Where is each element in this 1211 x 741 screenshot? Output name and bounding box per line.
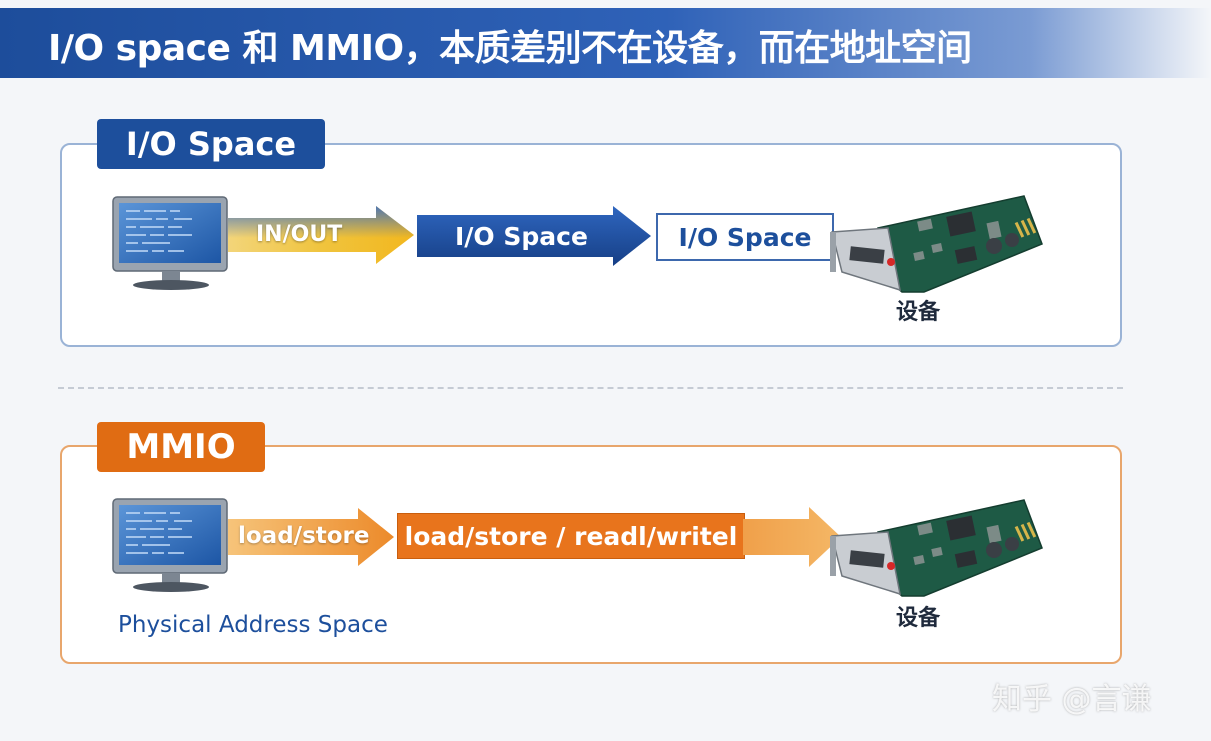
pci-card-icon <box>830 499 1043 597</box>
title-bar <box>0 8 1211 78</box>
page-title: I/O space 和 MMIO，本质差别不在设备，而在地址空间 <box>48 28 972 69</box>
mmio-tag: MMIO <box>97 422 265 472</box>
pci-card-icon <box>830 195 1043 293</box>
computer-monitor-icon <box>112 498 228 592</box>
load-store-readl-writel-box: load/store / readl/writel <box>397 513 745 559</box>
io-space-arrow <box>417 206 651 266</box>
computer-monitor-icon <box>112 196 228 290</box>
section-divider <box>58 387 1123 389</box>
io-space-box: I/O Space <box>656 213 834 261</box>
in-out-arrow <box>228 206 414 264</box>
in-out-label: IN/OUT <box>256 222 343 247</box>
io-space-arrow-label: I/O Space <box>455 222 588 251</box>
load-store-arrow <box>228 508 394 566</box>
io-device-label: 设备 <box>896 300 941 325</box>
load-store-label: load/store <box>238 523 370 549</box>
mmio-device-arrow <box>743 507 841 567</box>
physical-address-space-label: Physical Address Space <box>118 612 388 638</box>
mmio-device-label: 设备 <box>896 606 941 631</box>
io-space-tag: I/O Space <box>97 119 325 169</box>
watermark: 知乎 @言谦 <box>992 682 1152 717</box>
